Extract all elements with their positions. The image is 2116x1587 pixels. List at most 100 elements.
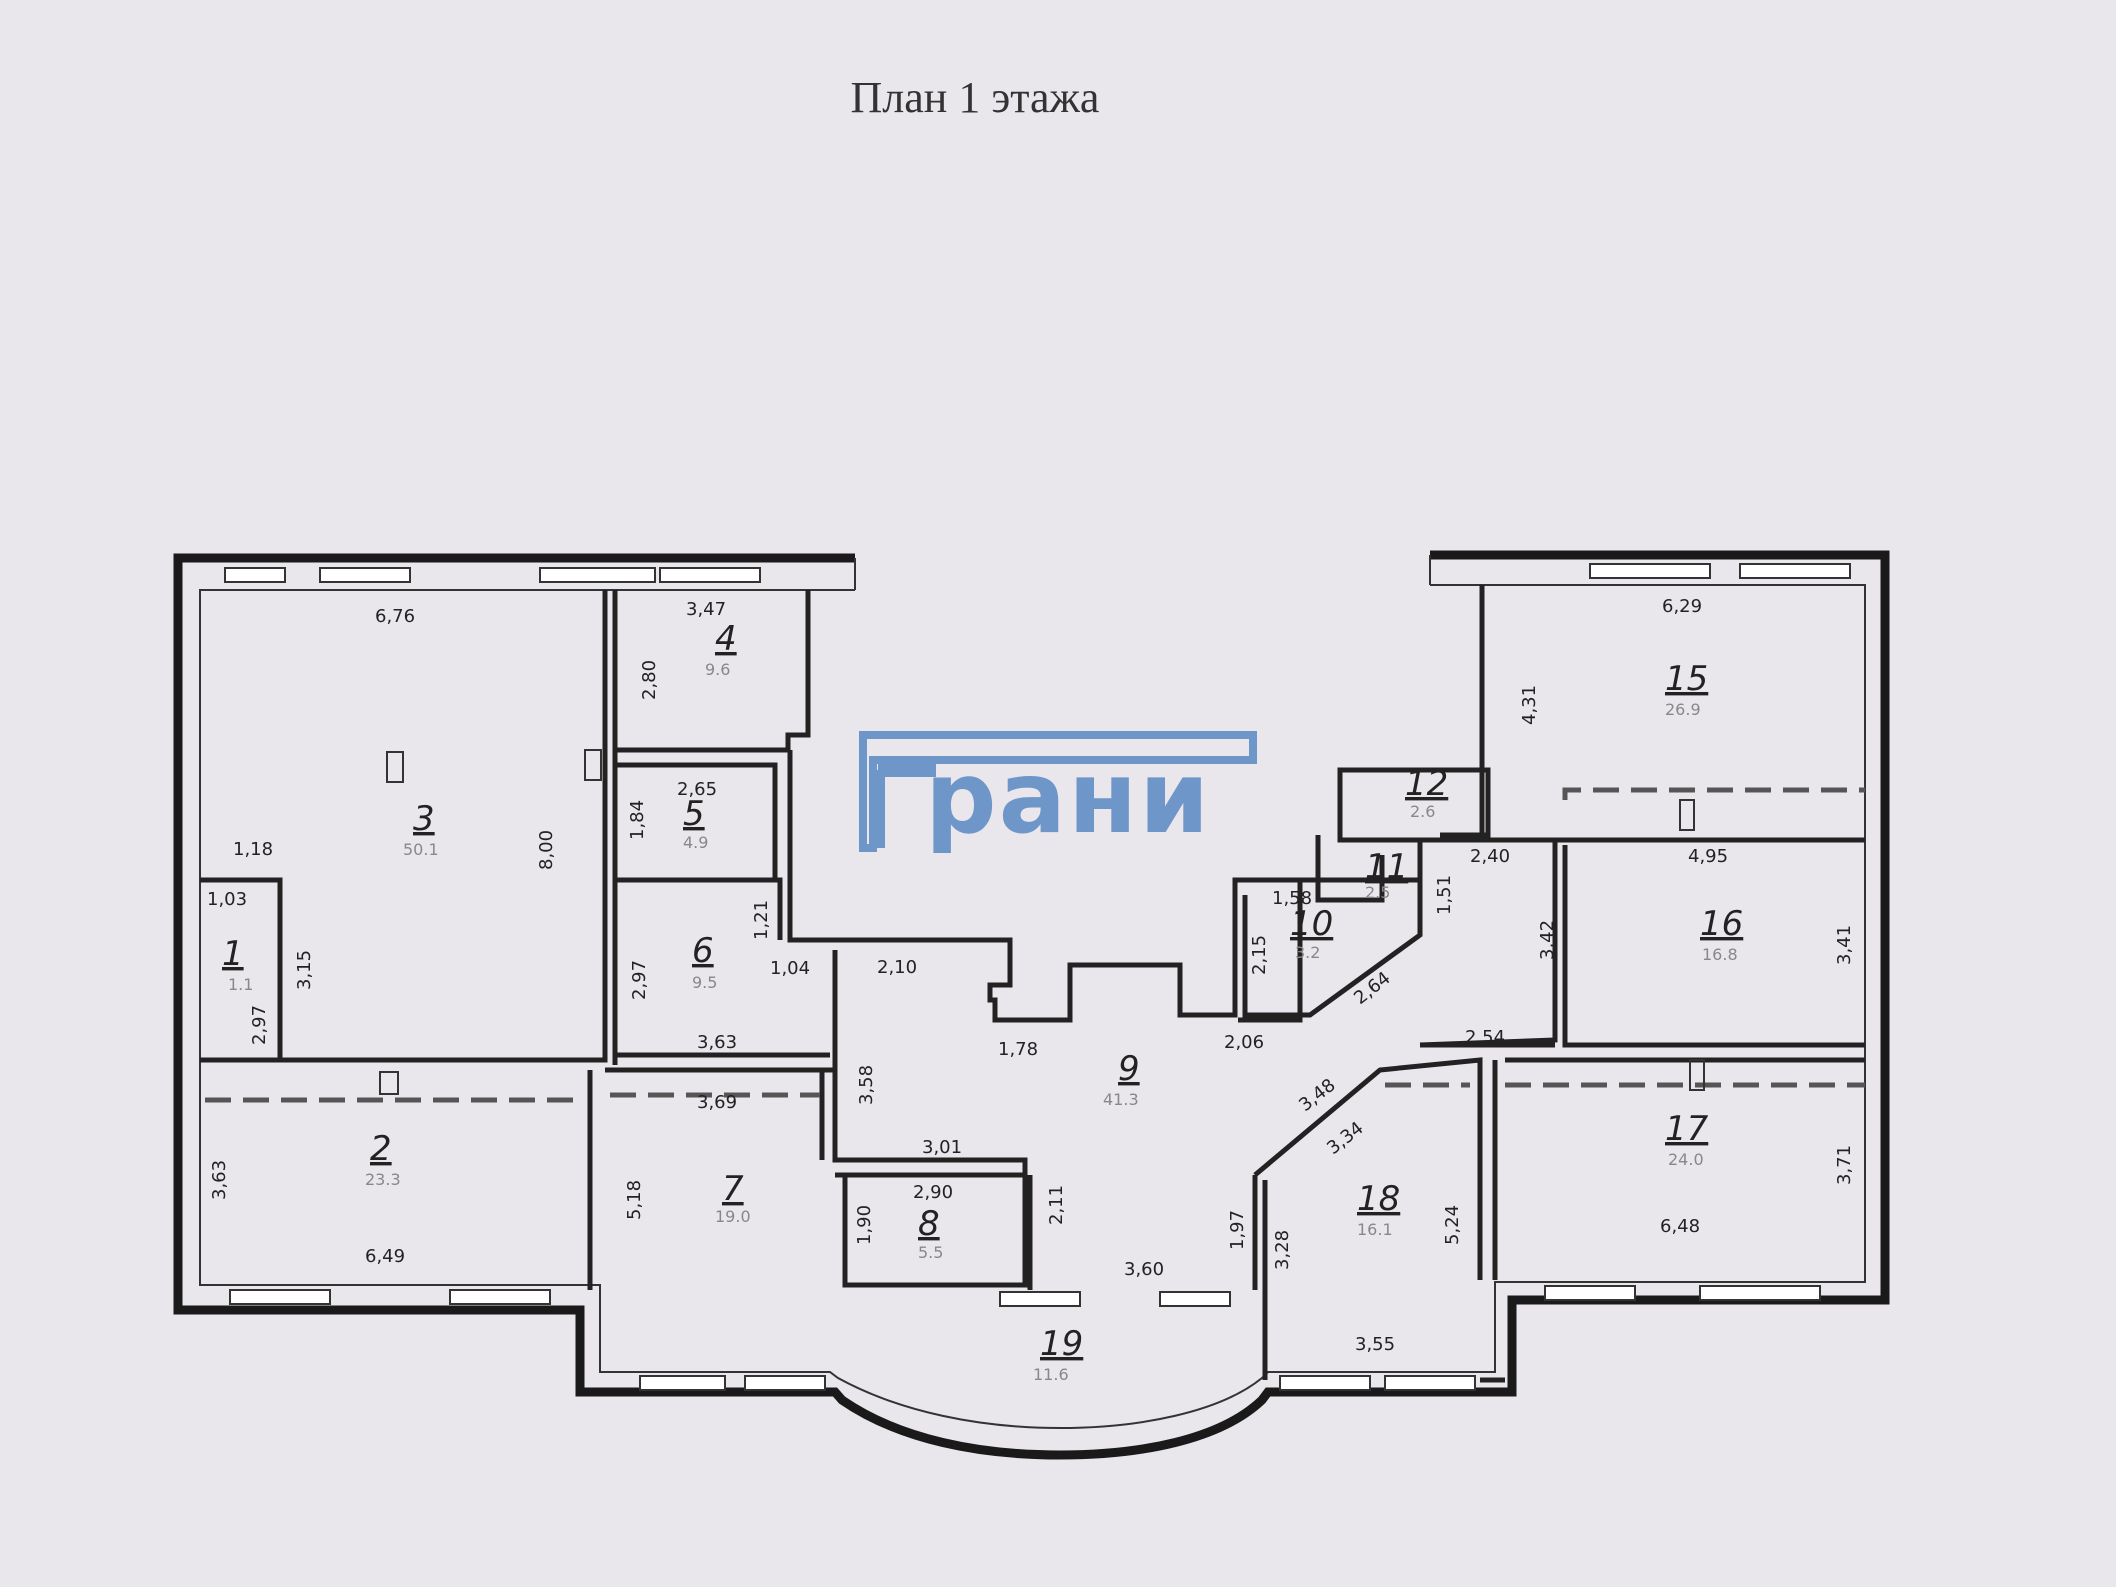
interior-walls (200, 585, 1865, 1383)
dim: 1,18 (233, 839, 273, 860)
dim: 3,42 (1537, 920, 1558, 960)
svg-text:16.1: 16.1 (1357, 1220, 1393, 1239)
dim: 6,76 (375, 606, 415, 627)
svg-text:2: 2 (370, 1129, 392, 1169)
dim: 2,06 (1224, 1032, 1264, 1053)
svg-text:7: 7 (722, 1169, 744, 1209)
dim: 8,00 (536, 830, 557, 870)
dim: 2,90 (913, 1182, 953, 1203)
dim: 1,78 (998, 1039, 1038, 1060)
svg-text:8: 8 (918, 1204, 940, 1244)
dim: 2,11 (1046, 1185, 1067, 1225)
svg-text:9.6: 9.6 (705, 660, 730, 679)
dim: 3,69 (697, 1092, 737, 1113)
svg-text:6: 6 (692, 931, 714, 971)
dim: 2,80 (639, 660, 660, 700)
svg-text:10: 10 (1290, 904, 1333, 944)
dim: 3,55 (1355, 1334, 1395, 1355)
dim: 1,97 (1227, 1210, 1248, 1250)
dashed-lines (205, 787, 1865, 1103)
dim: 3,63 (209, 1160, 230, 1200)
dim: 4,95 (1688, 846, 1728, 867)
dim: 1,51 (1434, 875, 1455, 915)
svg-text:26.9: 26.9 (1665, 700, 1701, 719)
dim: 1,90 (854, 1205, 875, 1245)
dim: 2,10 (877, 957, 917, 978)
svg-text:12: 12 (1405, 764, 1448, 804)
room-3: 350.1 (403, 799, 439, 859)
svg-text:17: 17 (1665, 1109, 1709, 1149)
room-1: 11.1 (222, 934, 253, 994)
dim: 2,15 (1249, 935, 1270, 975)
room-8: 85.5 (918, 1204, 943, 1262)
svg-text:15: 15 (1665, 659, 1708, 699)
room-10: 103.2 (1290, 904, 1333, 962)
dim: 6,29 (1662, 596, 1702, 617)
dim: 3,28 (1272, 1230, 1293, 1270)
dim: 2,64 (1350, 968, 1395, 1009)
dim: 3,34 (1323, 1118, 1368, 1159)
svg-text:9.5: 9.5 (692, 973, 717, 992)
svg-text:4: 4 (715, 619, 737, 659)
svg-text:50.1: 50.1 (403, 840, 439, 859)
room-12: 122.6 (1405, 764, 1448, 821)
dim: 1,21 (751, 900, 772, 940)
dim: 2,65 (677, 779, 717, 800)
svg-text:1.1: 1.1 (228, 975, 253, 994)
svg-text:5: 5 (683, 794, 705, 834)
svg-text:24.0: 24.0 (1668, 1150, 1704, 1169)
logo-text: рани (925, 739, 1212, 856)
windows (224, 563, 1851, 1391)
dim: 3,47 (686, 599, 726, 620)
dim: 3,15 (294, 950, 315, 990)
room-9: 941.3 (1103, 1049, 1140, 1109)
svg-text:4.9: 4.9 (683, 833, 708, 852)
dim: 1,84 (627, 800, 648, 840)
outer-walls (173, 550, 1890, 1460)
room-7: 719.0 (715, 1169, 751, 1226)
svg-text:3: 3 (413, 799, 435, 839)
room-5: 54.9 (683, 794, 708, 852)
svg-text:11: 11 (1365, 847, 1408, 887)
dim: 6,48 (1660, 1216, 1700, 1237)
dim: 5,24 (1442, 1205, 1463, 1245)
fixtures (379, 749, 1705, 1095)
svg-text:19.0: 19.0 (715, 1207, 751, 1226)
dim: 3,58 (856, 1065, 877, 1105)
svg-text:2.5: 2.5 (1365, 883, 1390, 902)
svg-text:18: 18 (1357, 1179, 1400, 1219)
svg-text:11.6: 11.6 (1033, 1365, 1069, 1384)
dim: 3,71 (1834, 1145, 1855, 1185)
svg-text:16: 16 (1700, 904, 1743, 944)
svg-text:1: 1 (222, 934, 244, 974)
dim: 1,03 (207, 889, 247, 910)
svg-text:3.2: 3.2 (1295, 943, 1320, 962)
svg-text:41.3: 41.3 (1103, 1090, 1139, 1109)
dim: 3,63 (697, 1032, 737, 1053)
room-2: 223.3 (365, 1129, 401, 1189)
dim: 5,18 (624, 1180, 645, 1220)
room-4: 49.6 (705, 619, 737, 679)
dim: 2,54 (1465, 1027, 1505, 1048)
plan-title: План 1 этажа (850, 73, 1100, 122)
dim: 1,04 (770, 958, 810, 979)
svg-text:19: 19 (1040, 1324, 1083, 1364)
svg-text:2.6: 2.6 (1410, 802, 1435, 821)
dim: 6,49 (365, 1246, 405, 1267)
svg-text:23.3: 23.3 (365, 1170, 401, 1189)
dim: 3,01 (922, 1137, 962, 1158)
dim: 1,58 (1272, 888, 1312, 909)
svg-text:9: 9 (1118, 1049, 1140, 1089)
dim: 3,48 (1295, 1075, 1340, 1116)
dim: 3,41 (1834, 925, 1855, 965)
dim: 2,97 (629, 960, 650, 1000)
dim: 2,40 (1470, 846, 1510, 867)
